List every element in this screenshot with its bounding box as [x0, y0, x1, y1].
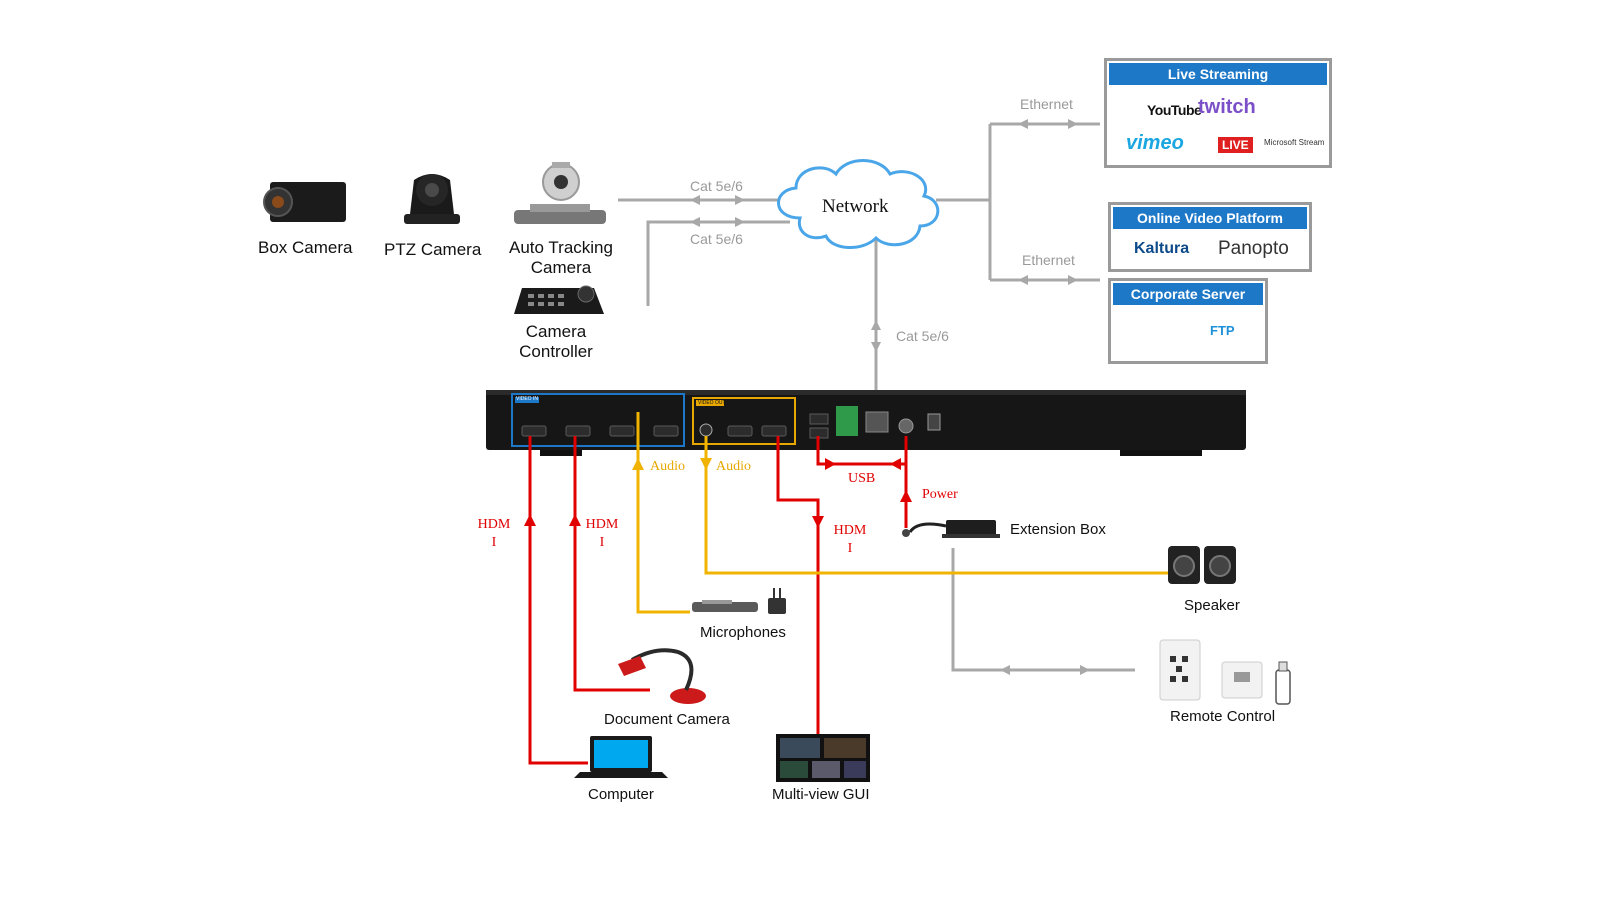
video-out-label: VIDEO OUT — [698, 400, 726, 406]
facebook-live-text: LIVE — [1218, 137, 1253, 153]
hdmi-arrows — [524, 458, 912, 528]
network-links — [618, 122, 1135, 672]
hdmi-a-line1: HDM — [477, 517, 511, 532]
computer-icon — [574, 736, 668, 778]
audio-in-label: Audio — [650, 459, 685, 474]
document-camera-icon — [618, 648, 706, 704]
network-arrows — [690, 119, 1090, 675]
cat-top-label: Cat 5e/6 — [690, 178, 743, 194]
box-camera-label: Box Camera — [258, 238, 353, 257]
audio-arrows — [632, 458, 712, 470]
multiview-gui-icon — [776, 734, 870, 782]
controller-line1: Camera — [525, 322, 587, 341]
ptz-camera-icon — [404, 174, 460, 224]
youtube-logo-text: YouTube — [1147, 102, 1202, 118]
speaker-label: Speaker — [1184, 597, 1240, 614]
audio-links — [636, 412, 1168, 614]
corporate-server-title: Corporate Server — [1113, 283, 1263, 305]
ptz-camera-label: PTZ Camera — [384, 240, 482, 259]
extension-box-icon — [902, 520, 1000, 538]
speaker-icon — [1168, 546, 1236, 584]
corporate-server-panel: Corporate Server — [1108, 278, 1268, 364]
video-in-label: VIDEO IN — [516, 396, 538, 402]
panopto-logo-text: Panopto — [1218, 238, 1289, 259]
remote-control-label: Remote Control — [1170, 708, 1276, 725]
microsoft-stream-text: Microsoft Stream — [1264, 138, 1325, 147]
document-camera-label: Document Camera — [604, 711, 730, 728]
kaltura-logo-text: Kaltura — [1134, 240, 1190, 257]
ftp-logo-text: FTP — [1210, 323, 1235, 338]
computer-label: Computer — [588, 786, 654, 803]
live-streaming-title: Live Streaming — [1109, 63, 1327, 85]
cat-mid-label: Cat 5e/6 — [690, 231, 743, 247]
box-camera-icon — [263, 182, 346, 222]
auto-tracking-camera-label: Auto Tracking Camera — [506, 238, 616, 278]
hdmi-c-line2: I — [847, 541, 853, 556]
hdmi-multiview-label: HDM I — [832, 522, 868, 558]
microphones-icon — [692, 588, 786, 614]
audio-out-label: Audio — [716, 459, 751, 474]
hdmi-computer-label: HDM I — [476, 516, 512, 552]
auto-tracking-line1: Auto Tracking — [509, 238, 613, 257]
hdmi-document-camera-label: HDM I — [584, 516, 620, 552]
microphones-label: Microphones — [700, 624, 786, 641]
usb-label: USB — [848, 471, 876, 486]
hdmi-b-line2: I — [599, 535, 605, 550]
hdmi-b-line1: HDM — [585, 517, 619, 532]
twitch-logo-text: twitch — [1198, 96, 1256, 118]
online-video-title: Online Video Platform — [1113, 207, 1307, 229]
ethernet-bottom-label: Ethernet — [1022, 252, 1075, 268]
network-label: Network — [822, 196, 889, 217]
remote-control-icon — [1159, 639, 1291, 705]
auto-tracking-line2: Camera — [530, 258, 592, 277]
hdmi-a-line2: I — [491, 535, 497, 550]
vimeo-logo-text: vimeo — [1126, 132, 1184, 154]
main-device — [486, 390, 1246, 456]
power-label: Power — [922, 487, 958, 502]
network-cloud — [777, 159, 940, 250]
hdmi-c-line1: HDM — [833, 523, 867, 538]
camera-controller-label: Camera Controller — [506, 322, 606, 362]
multiview-gui-label: Multi-view GUI — [772, 786, 870, 803]
ethernet-top-label: Ethernet — [1020, 96, 1073, 112]
controller-line2: Controller — [519, 342, 593, 361]
auto-tracking-camera-icon — [514, 162, 606, 224]
camera-controller-icon — [514, 285, 604, 314]
extension-box-label: Extension Box — [1010, 521, 1106, 538]
online-video-panel: Online Video Platform — [1108, 202, 1312, 272]
cat-down-label: Cat 5e/6 — [896, 328, 949, 344]
